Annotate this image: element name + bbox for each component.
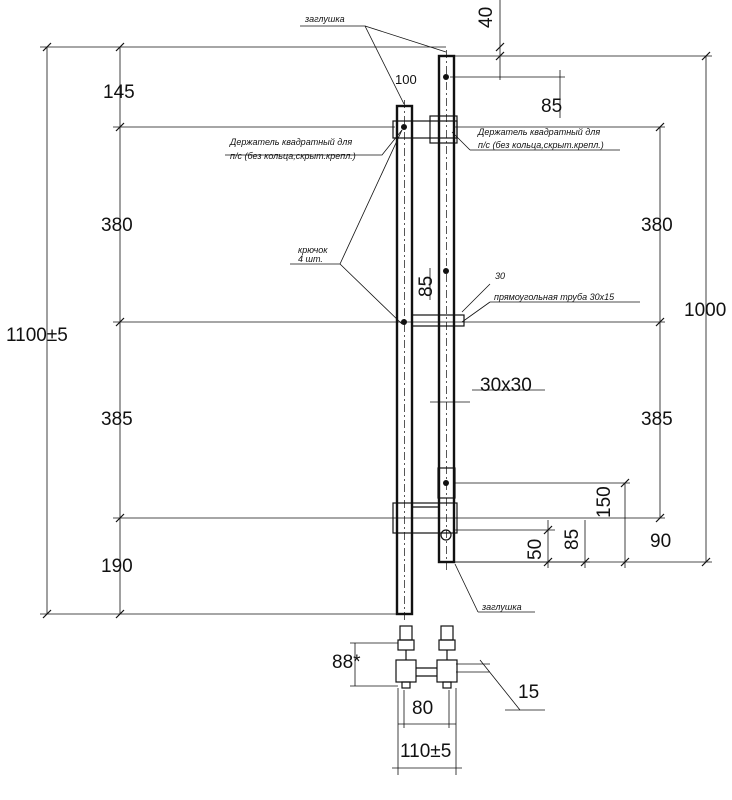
left-tube xyxy=(395,100,414,620)
dim-88: 88* xyxy=(332,652,361,673)
label-holder-left-line1: Держатель квадратный для xyxy=(229,137,352,147)
dim-385-left: 385 xyxy=(101,409,133,430)
dim-15: 15 xyxy=(518,682,539,703)
right-tube xyxy=(437,50,456,570)
annotations: заглушка Держатель квадратный для п/с (б… xyxy=(229,14,615,612)
dim-80: 80 xyxy=(412,698,433,719)
dimension-numbers: 40 100 85 145 380 380 1100±5 1000 85 30х… xyxy=(6,7,726,762)
hook-dots xyxy=(401,74,449,486)
dim-380-right: 380 xyxy=(641,215,673,236)
dim-85-mid: 85 xyxy=(416,276,437,297)
dim-50: 50 xyxy=(525,539,546,560)
label-holder-right-line1: Держатель квадратный для xyxy=(477,127,600,137)
dim-150: 150 xyxy=(594,486,615,518)
label-pipe-width: 30 xyxy=(495,271,505,281)
dim-145: 145 xyxy=(103,82,135,103)
dim-380-left: 380 xyxy=(101,215,133,236)
label-hook-line1: крючок xyxy=(298,245,328,255)
label-zaglushka-bottom: заглушка xyxy=(481,602,522,612)
dim-90: 90 xyxy=(650,531,671,552)
dimension-lines xyxy=(46,0,707,614)
dim-1100: 1100±5 xyxy=(6,325,68,346)
lower-hole xyxy=(440,529,452,541)
label-hook-line2: 4 шт. xyxy=(298,254,323,264)
dim-85-low: 85 xyxy=(562,529,583,550)
extension-lines xyxy=(40,46,712,615)
dim-1000: 1000 xyxy=(684,300,726,321)
label-holder-left-line2: п/с (без кольца,скрыт.крепл.) xyxy=(230,151,356,161)
dim-100: 100 xyxy=(395,72,417,87)
dim-30x30: 30х30 xyxy=(480,375,532,396)
dim-40: 40 xyxy=(476,7,497,28)
leader-lines xyxy=(225,25,640,613)
dim-110: 110±5 xyxy=(400,741,451,762)
dim-385-right: 385 xyxy=(641,409,673,430)
dim-85-top: 85 xyxy=(541,96,562,117)
tick-marks xyxy=(42,42,711,619)
bottom-fittings xyxy=(350,625,545,775)
dim-190: 190 xyxy=(101,556,133,577)
label-holder-right-line2: п/с (без кольца,скрыт.крепл.) xyxy=(478,140,604,150)
label-zaglushka-top: заглушка xyxy=(304,14,345,24)
label-pipe: прямоугольная труба 30х15 xyxy=(494,292,615,302)
